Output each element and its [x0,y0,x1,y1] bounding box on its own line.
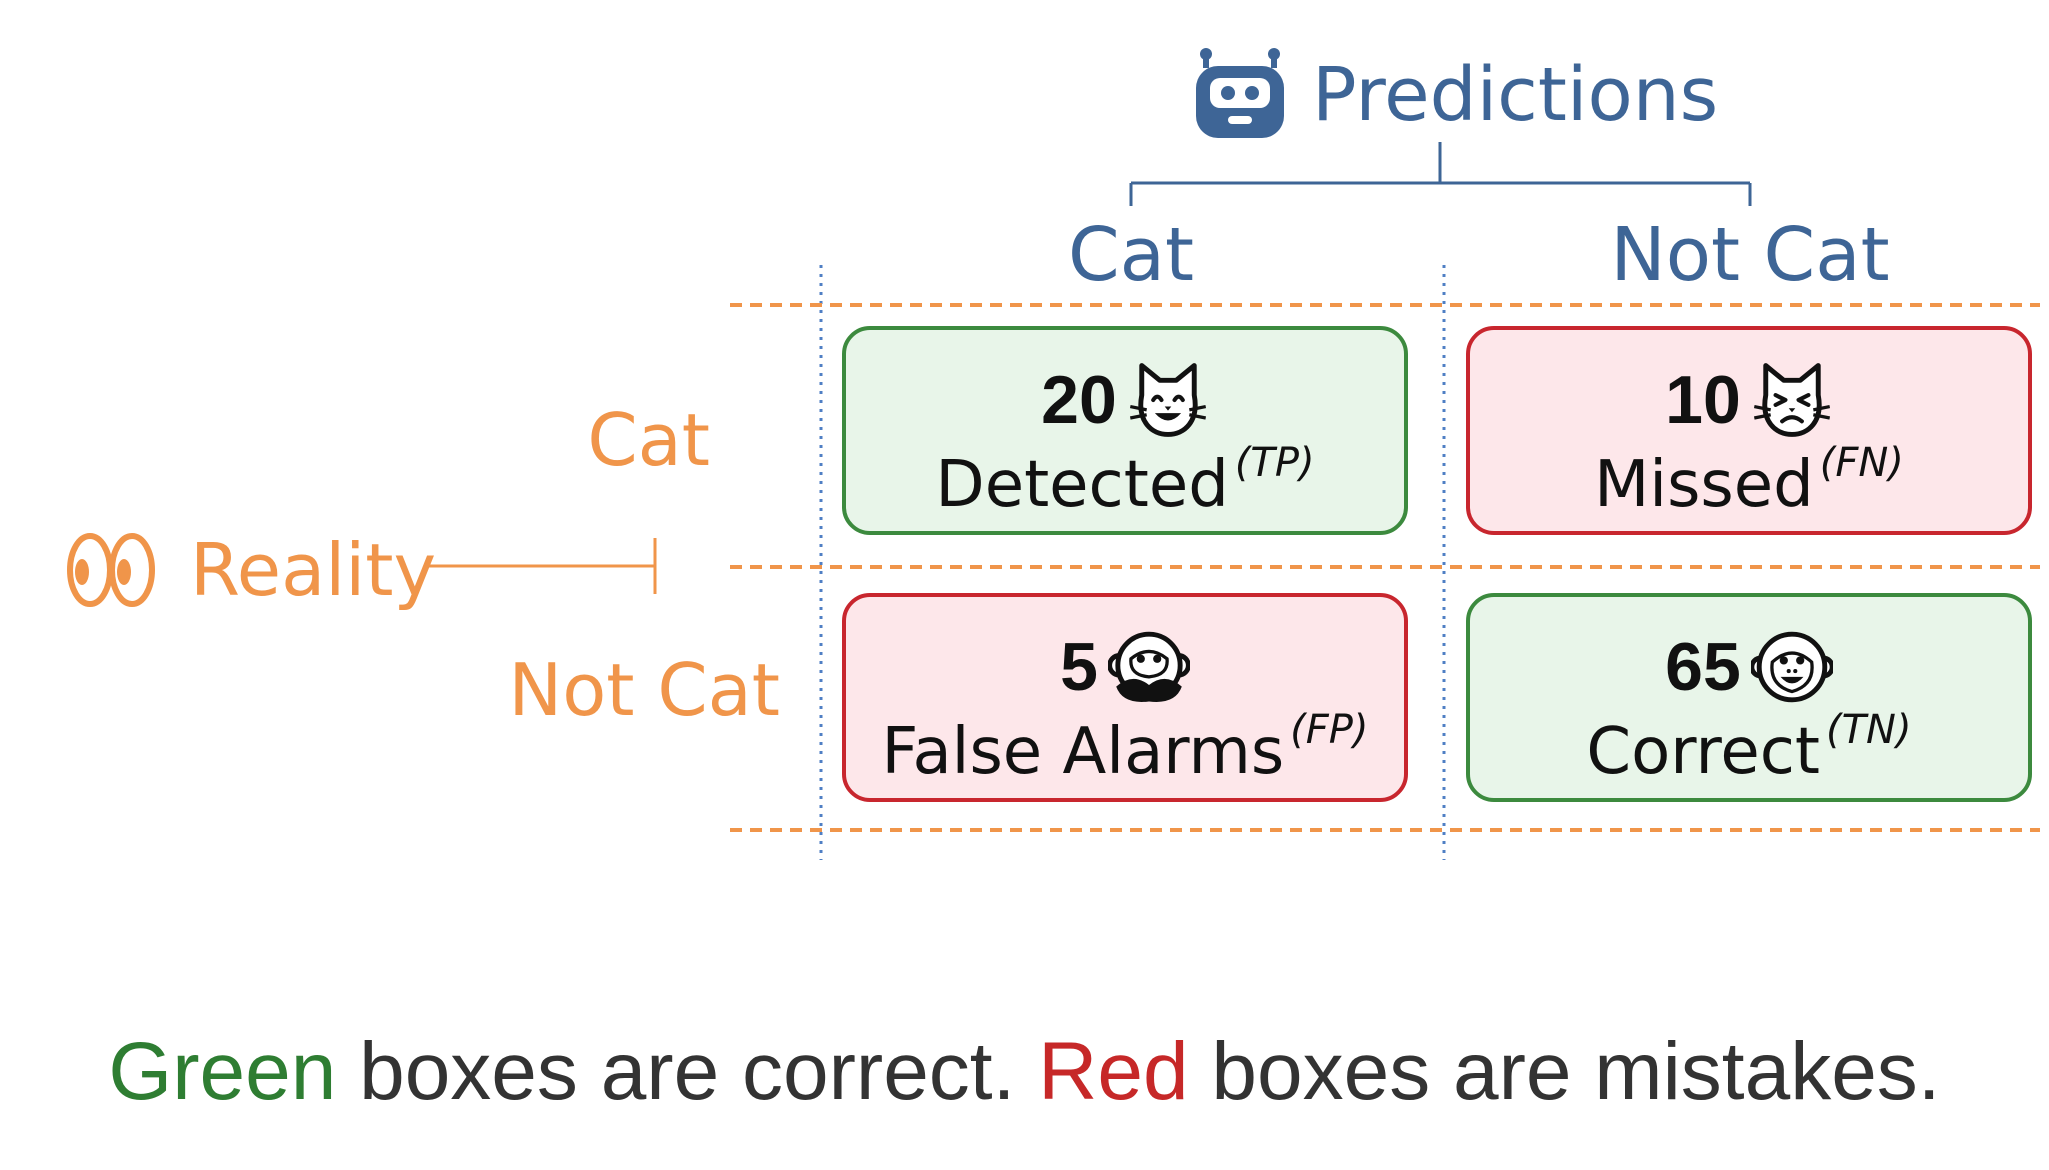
caption-red-word: Red [1038,1026,1189,1117]
cell-count: 5 [1060,629,1098,705]
column-header-cat: Cat [1067,212,1195,298]
cell-count: 10 [1665,362,1741,438]
cell-label: Missed [1594,448,1814,522]
cell-abbreviation: (FN) [1819,440,1904,486]
cell-false-positive: 5 False Alarms(FP) [842,593,1408,802]
cell-label: Detected [935,448,1229,522]
cell-abbreviation: (TN) [1826,707,1912,753]
cell-abbreviation: (FP) [1290,707,1369,753]
row-header-not-cat: Not Cat [508,648,780,732]
smiling-cat-icon [1129,363,1206,437]
cell-count: 65 [1665,629,1741,705]
caption: Green boxes are correct. Red boxes are m… [0,1025,2049,1119]
cell-true-negative: 65 Correct(TN) [1466,593,2032,802]
cell-label: False Alarms [881,715,1285,789]
weary-cat-icon [1753,363,1830,437]
cell-false-negative: 10 Missed(FN) [1466,326,2032,535]
predictions-label: Predictions [1312,52,1719,138]
column-header-not-cat: Not Cat [1610,212,1890,298]
monkey-face-icon [1750,631,1833,703]
caption-green-word: Green [108,1026,337,1117]
predictions-bracket [1129,142,1752,206]
eyes-icon [67,533,155,607]
reality-connector [428,538,657,594]
caption-part-two: boxes are mistakes. [1188,1026,1941,1117]
robot-icon [1196,48,1284,138]
caption-part-one: boxes are correct. [336,1026,1039,1117]
column-separators [819,265,1446,860]
reality-label: Reality [190,528,437,612]
cell-count: 20 [1041,362,1117,438]
cell-true-positive: 20 Detected(TP) [842,326,1408,535]
row-header-cat: Cat [587,398,710,482]
cell-abbreviation: (TP) [1234,440,1315,486]
row-separators [730,303,2040,832]
cell-label: Correct [1586,715,1820,789]
speak-no-evil-monkey-icon [1107,631,1190,702]
